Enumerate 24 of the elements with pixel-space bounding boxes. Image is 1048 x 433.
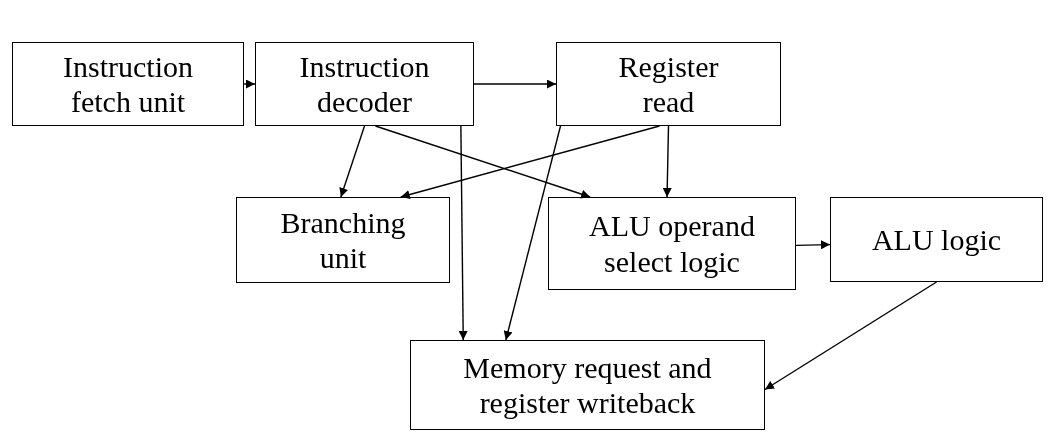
process-box xyxy=(830,197,1043,282)
arrow xyxy=(458,125,468,341)
process-box xyxy=(236,197,450,283)
box-label: Instruction decoder xyxy=(298,48,431,120)
box-label: Memory request and register writeback xyxy=(462,349,713,421)
arrow xyxy=(795,240,831,250)
box-label: ALU logic xyxy=(870,221,1003,258)
arrow xyxy=(764,281,938,391)
box-label: Register read xyxy=(617,48,720,120)
arrow xyxy=(400,125,661,199)
box-label: Branching unit xyxy=(279,204,407,276)
arrow xyxy=(339,125,366,198)
arrow xyxy=(374,125,591,199)
process-box xyxy=(410,340,765,430)
arrow xyxy=(473,79,557,89)
process-box xyxy=(556,42,781,126)
process-box xyxy=(12,42,244,126)
box-label: Instruction fetch unit xyxy=(62,48,194,120)
arrow xyxy=(503,125,562,341)
box-label: ALU operand select logic xyxy=(588,208,756,279)
process-box xyxy=(548,197,796,290)
process-box xyxy=(255,42,474,126)
arrow xyxy=(662,125,672,198)
arrow xyxy=(243,79,256,89)
